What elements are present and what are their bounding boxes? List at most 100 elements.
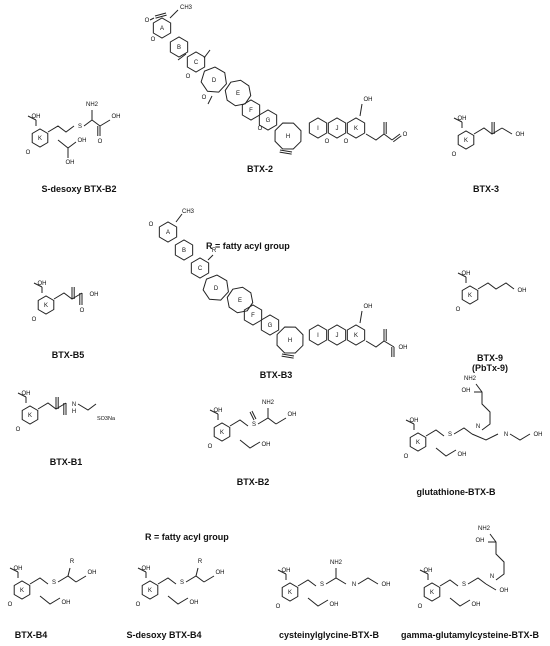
bond: [83, 119, 101, 127]
ring-label-j: J: [336, 333, 339, 339]
ring-k: [141, 580, 159, 600]
ring-label-g: G: [266, 118, 271, 124]
sulfur-label: S: [448, 432, 452, 438]
label-glutathione-btx-b: glutathione-BTX-B: [416, 487, 496, 497]
hydroxyl-label: OH: [518, 288, 527, 294]
bond: [359, 103, 363, 117]
ring-label-j: J: [336, 126, 339, 132]
ring-k: [457, 130, 475, 150]
aldehyde-oxygen: O: [403, 132, 408, 138]
bond: [195, 567, 199, 577]
label-btx2: BTX-2: [246, 164, 274, 174]
hydroxyl-label: OH: [38, 281, 47, 287]
double-bond: [391, 133, 401, 141]
acid-hydroxyl: OH: [382, 582, 391, 588]
ring-k: [461, 285, 479, 305]
hydroxyl-label: OH: [32, 114, 41, 120]
acid-oxygen: O: [98, 139, 103, 145]
bond: [39, 595, 61, 605]
ring-g: [260, 314, 280, 336]
fatty-acyl-note-bottom: R = fatty acyl group: [145, 532, 229, 542]
hydroxyl-label: OH: [142, 566, 151, 572]
bond: [325, 577, 347, 585]
ring-label-g: G: [268, 323, 273, 329]
hydroxyl-label: OH: [410, 418, 419, 424]
acid-hydroxyl: OH: [216, 570, 225, 576]
ring-label-e: E: [238, 298, 242, 304]
double-bond: [251, 410, 257, 420]
label-btx9: BTX-9: [476, 353, 504, 363]
acid-hydroxyl: OH: [462, 388, 471, 394]
label-btx-b1: BTX-B1: [49, 457, 83, 467]
ring-oxygen: O: [202, 95, 207, 101]
sulfur-label: S: [180, 580, 184, 586]
ring-label-k: K: [28, 413, 32, 419]
acid-hydroxyl: OH: [500, 588, 509, 594]
ring-label-f: F: [251, 313, 255, 319]
ring-label-h: H: [286, 134, 290, 140]
double-bond: [154, 12, 167, 17]
label-btx-b3: BTX-B3: [259, 370, 293, 380]
ring-i: [308, 117, 328, 139]
double-bond: [279, 149, 293, 153]
ring-k: [21, 405, 39, 425]
label-pbtx9: (PbTx-9): [472, 363, 508, 373]
ring-label-i: I: [317, 126, 319, 132]
hydroxyl-label: OH: [364, 97, 373, 103]
ring-label-k: K: [354, 333, 358, 339]
hydroxyl-label: OH: [214, 408, 223, 414]
hydroxyl-label: OH: [458, 116, 467, 122]
methyl-label: CH3: [182, 209, 195, 215]
ring-d: [202, 274, 229, 301]
ring-label-k: K: [464, 138, 468, 144]
ring-g: [258, 109, 278, 131]
label-btx3: BTX-3: [472, 184, 500, 194]
bond: [275, 417, 287, 425]
bond: [75, 575, 87, 583]
bond: [453, 427, 473, 435]
sulfur-label: S: [462, 582, 466, 588]
amine-label: NH2: [86, 102, 99, 108]
bond: [357, 577, 379, 585]
oxygen-label: O: [32, 317, 37, 323]
ring-oxygen: O: [325, 139, 330, 145]
bond: [47, 125, 75, 133]
bond: [149, 17, 155, 21]
ring-h: [276, 326, 304, 354]
nitrogen-label: N: [352, 582, 356, 588]
bond: [175, 213, 183, 223]
ring-oxygen: O: [258, 126, 263, 132]
bond: [485, 583, 497, 591]
ring-oxygen: O: [151, 37, 156, 43]
amine-label: NH2: [330, 560, 343, 566]
ring-label-c: C: [198, 266, 203, 272]
oxygen-label: O: [404, 454, 409, 460]
ring-label-d: D: [214, 286, 219, 292]
sulfur-label: S: [52, 580, 56, 586]
double-bond: [249, 411, 255, 421]
label-cysteinylglycine-btx-b: cysteinylglycine-BTX-B: [278, 630, 380, 640]
ring-j: [327, 324, 347, 346]
hydroxyl-label: OH: [78, 138, 87, 144]
bond: [57, 139, 77, 149]
ring-label-k: K: [220, 430, 224, 436]
methyl-label: CH3: [180, 5, 193, 11]
ring-label-b: B: [182, 248, 186, 254]
ring-k-main: [346, 324, 366, 346]
ring-label-a: A: [160, 26, 164, 32]
ring-f: [241, 99, 261, 121]
nitrogen-label: N: [490, 574, 494, 580]
acid-hydroxyl: OH: [90, 292, 99, 298]
ring-label-f: F: [249, 108, 253, 114]
bond: [471, 433, 499, 441]
bond: [17, 392, 27, 398]
bond: [307, 597, 329, 607]
r-group-label: R: [70, 559, 75, 565]
